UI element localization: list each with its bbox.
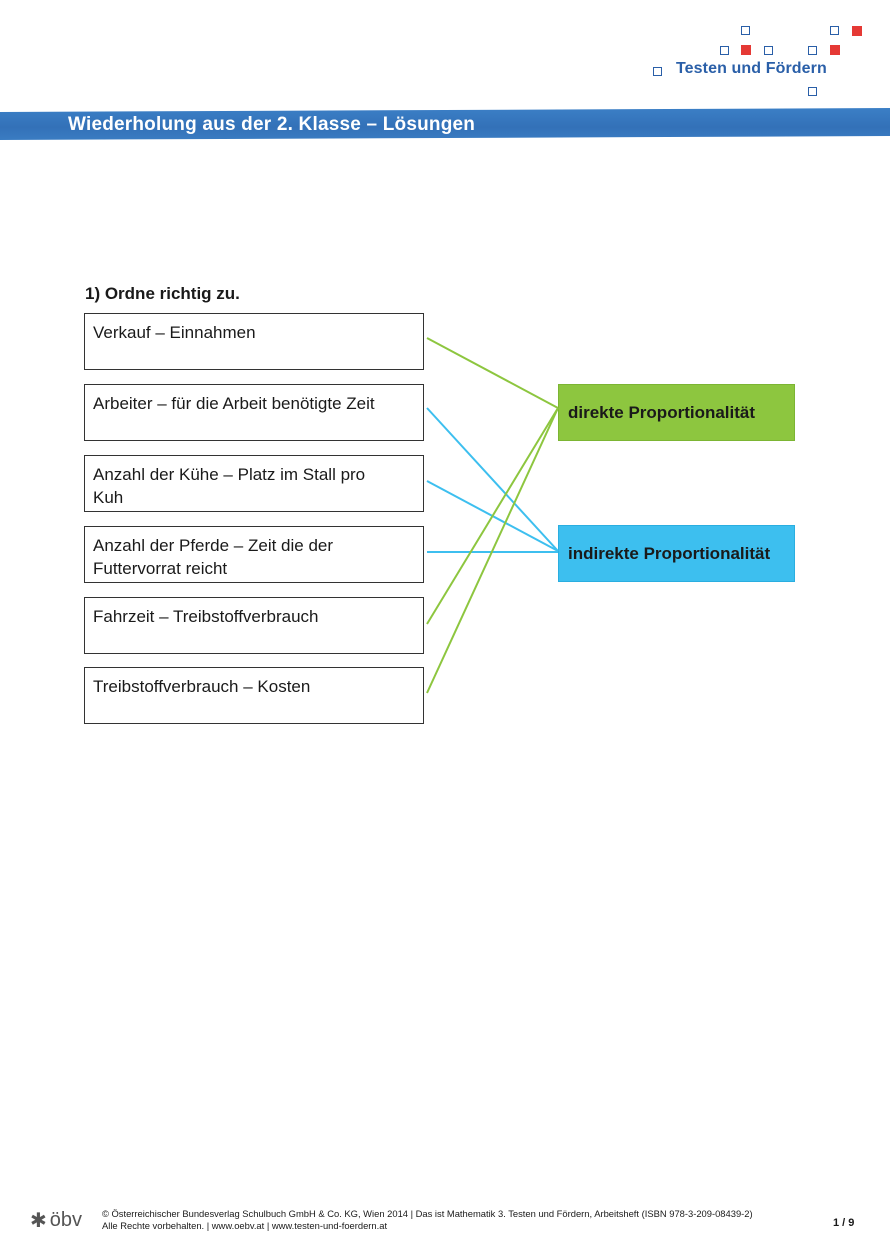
publisher-logo: ✱ öbv — [30, 1208, 82, 1233]
publisher-logo-text: öbv — [49, 1209, 83, 1231]
match-item-text: Fahrzeit – Treibstoffverbrauch — [93, 607, 319, 626]
task-title: 1) Ordne richtig zu. — [85, 284, 240, 303]
match-item-text: Kuh — [93, 488, 124, 507]
match-item-text: Arbeiter – für die Arbeit benötigte Zeit — [93, 394, 375, 413]
page-number: 1 / 9 — [833, 1217, 855, 1229]
match-item-text: Anzahl der Kühe – Platz im Stall pro — [93, 465, 366, 484]
connection-line-6 — [426, 407, 559, 694]
connection-line-2 — [426, 407, 559, 552]
match-item-text: Treibstoffverbrauch – Kosten — [93, 677, 311, 696]
match-item-text: Anzahl der Pferde – Zeit die der — [93, 536, 334, 555]
target-label: direkte Proportionalität — [568, 402, 756, 422]
match-item-text: Futtervorrat reicht — [93, 559, 228, 578]
footer-line: Alle Rechte vorbehalten. | www.oebv.at |… — [102, 1220, 388, 1231]
match-item-3[interactable]: Anzahl der Kühe – Platz im Stall pro Kuh — [84, 455, 424, 512]
brand-name: Testen und Fördern — [676, 60, 827, 77]
match-item-1[interactable]: Verkauf – Einnahmen — [84, 313, 424, 370]
connection-line-5 — [426, 407, 559, 625]
match-item-2[interactable]: Arbeiter – für die Arbeit benötigte Zeit — [84, 384, 424, 441]
target-indirect-proportionality[interactable]: indirekte Proportionalität — [558, 525, 795, 582]
connection-line-3 — [426, 480, 559, 552]
match-item-4[interactable]: Anzahl der Pferde – Zeit die der Futterv… — [84, 526, 424, 583]
target-direct-proportionality[interactable]: direkte Proportionalität — [558, 384, 795, 441]
title-banner — [0, 108, 890, 140]
footer-copyright: © Österreichischer Bundesverlag Schulbuc… — [102, 1208, 753, 1232]
asterisk-icon: ✱ — [30, 1210, 47, 1232]
match-item-5[interactable]: Fahrzeit – Treibstoffverbrauch — [84, 597, 424, 654]
match-item-text: Verkauf – Einnahmen — [93, 323, 256, 342]
brand-logo-graphic — [0, 0, 890, 110]
match-item-6[interactable]: Treibstoffverbrauch – Kosten — [84, 667, 424, 724]
target-label: indirekte Proportionalität — [568, 543, 771, 563]
footer-line: © Österreichischer Bundesverlag Schulbuc… — [102, 1208, 753, 1219]
connection-line-1 — [426, 337, 559, 409]
page-title: Wiederholung aus der 2. Klasse – Lösunge… — [68, 114, 476, 135]
